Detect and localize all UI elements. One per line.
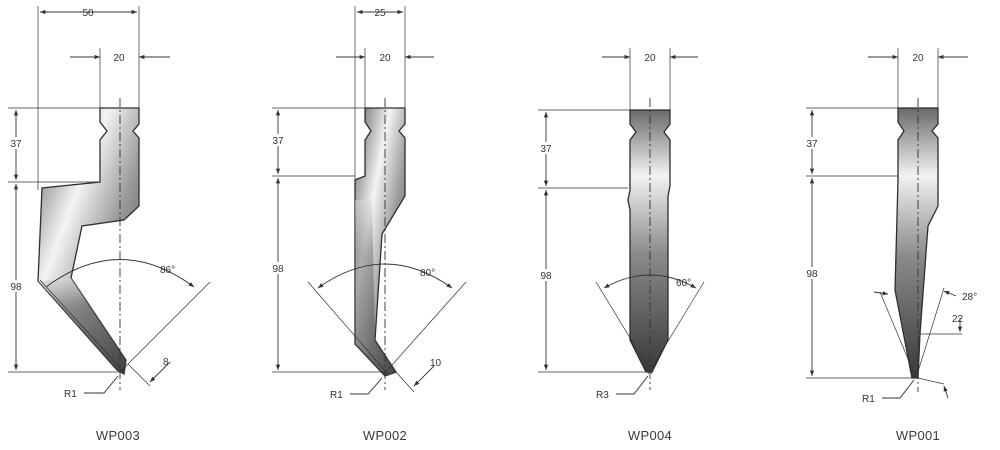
wp003-tang-height: 37	[10, 139, 22, 150]
wp002-blade-shade	[355, 200, 396, 376]
wp002-top-width: 25	[374, 8, 386, 19]
wp001-angle-arrow-r	[943, 290, 957, 297]
wp004-angle-arc	[603, 274, 697, 289]
tool-wp004: 20 37 98 60° R3 WP004	[536, 48, 705, 443]
wp003-angle-leg-l	[39, 279, 125, 373]
wp002-angle: 80°	[420, 268, 435, 279]
wp002-tang-height: 37	[272, 136, 284, 147]
wp001-body-height: 98	[806, 269, 818, 280]
wp003-top-width: 50	[82, 8, 94, 19]
wp003-tip-dim-label: 8	[163, 357, 169, 368]
wp003-angle-arc	[45, 259, 195, 288]
wp003-tip-dim	[149, 361, 171, 383]
wp001-radius: R1	[862, 394, 875, 405]
wp002-body-height: 98	[272, 264, 284, 275]
wp004-profile	[627, 109, 671, 373]
wp003-angle: 86°	[160, 265, 175, 276]
wp002-radius-leader	[350, 377, 383, 395]
wp002-tip-ext	[395, 371, 415, 393]
wp002-name: WP002	[363, 428, 407, 443]
wp002-tip-dim	[413, 365, 435, 387]
wp001-angle-leg-l	[879, 291, 917, 379]
wp004-tang-width: 20	[644, 53, 656, 64]
wp004-body-height: 98	[540, 271, 552, 282]
wp003-radius: R1	[64, 389, 77, 400]
wp001-angle: 28°	[962, 292, 977, 303]
wp001-tip-dim: 22	[952, 314, 964, 325]
wp002-radius: R1	[330, 390, 343, 401]
wp001-name: WP001	[896, 428, 940, 443]
wp001-bottom-dim	[943, 385, 949, 399]
wp003-body-height: 98	[10, 282, 22, 293]
wp001-angle-leg-r	[915, 287, 945, 379]
wp003-name: WP003	[96, 428, 140, 443]
wp004-angle-leg-l	[595, 281, 653, 375]
tool-wp003: 50 20 37 98 86° 8 R1 WP003	[6, 6, 211, 443]
wp002-angle-leg-l	[307, 281, 389, 375]
tool-wp001: 20 37 98 28° 22 R1 WP001	[802, 48, 977, 443]
wp004-angle: 60°	[676, 278, 691, 289]
wp003-angle-leg-r	[119, 281, 211, 373]
tool-wp002: 25 20 37 98 80° 10 R1 WP002	[268, 6, 467, 443]
wp002-angle-arc	[317, 263, 453, 289]
wp001-angle-arrow-l	[873, 291, 889, 296]
wp004-radius-leader	[616, 375, 649, 395]
wp001-profile	[894, 107, 939, 379]
wp001-tang-width: 20	[912, 53, 924, 64]
wp003-tang-width: 20	[113, 53, 125, 64]
wp001-tang-height: 37	[806, 139, 818, 150]
wp004-name: WP004	[628, 428, 672, 443]
wp001-bottom-ext	[917, 377, 945, 385]
wp002-tang-width: 20	[379, 53, 391, 64]
wp004-radius: R3	[596, 390, 609, 401]
wp003-tip-ext	[127, 363, 151, 387]
wp002-tip-dim-label: 10	[430, 358, 442, 369]
wp002-angle-leg-r	[383, 281, 467, 375]
wp001-radius-leader	[882, 379, 915, 399]
wp003-radius-leader	[84, 375, 119, 394]
wp004-angle-leg-r	[647, 281, 705, 375]
wp004-tang-height: 37	[540, 144, 552, 155]
